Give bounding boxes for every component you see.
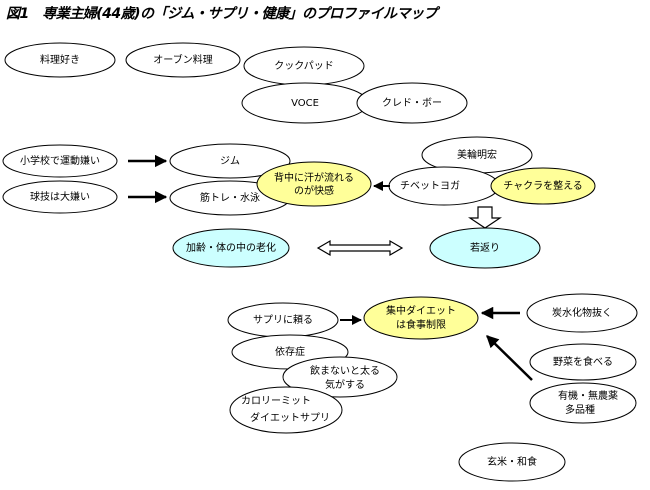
node-ryouri-zuki: 料理好き — [4, 42, 116, 78]
node-yasai: 野菜を食べる — [529, 343, 637, 381]
svg-text:チベットヨガ: チベットヨガ — [400, 180, 460, 192]
page-title: 図1 専業主婦(44歳)の「ジム・サプリ・健康」のプロファイルマップ — [6, 6, 438, 22]
node-carb: 炭水化物抜く — [526, 293, 638, 333]
node-kyuugi: 球技は大嫌い — [2, 180, 118, 214]
node-voce: VOCE — [241, 82, 369, 124]
svg-text:オーブン料理: オーブン料理 — [153, 53, 212, 66]
node-chakra: チャクラを整える — [490, 167, 596, 205]
svg-text:筋トレ・水泳: 筋トレ・水泳 — [200, 191, 260, 204]
node-cookpad: クックパッド — [243, 46, 365, 86]
node-calorie: カロリーミット ダイエットサプリ — [229, 386, 343, 434]
svg-text:気がする: 気がする — [325, 378, 365, 391]
svg-text:は食事制限: は食事制限 — [396, 318, 446, 331]
node-tibet-yoga: チベットヨガ — [388, 166, 500, 206]
svg-text:玄米・和食: 玄米・和食 — [487, 455, 537, 468]
svg-text:美輪明宏: 美輪明宏 — [457, 148, 497, 161]
node-nomanai: 飲まないと太る 気がする — [282, 356, 398, 398]
node-sweat: 背中に汗が流れる のが快感 — [256, 161, 372, 207]
svg-text:飲まないと太る: 飲まないと太る — [310, 364, 380, 377]
svg-text:ダイエットサプリ: ダイエットサプリ — [250, 411, 330, 424]
svg-text:ジム: ジム — [220, 155, 240, 167]
svg-text:野菜を食べる: 野菜を食べる — [553, 355, 613, 368]
svg-text:サプリに頼る: サプリに頼る — [253, 314, 313, 326]
svg-text:有機・無農薬: 有機・無農薬 — [558, 389, 618, 402]
node-wakagaeri: 若返り — [429, 227, 541, 269]
node-genmai: 玄米・和食 — [458, 442, 566, 482]
node-diet: 集中ダイエット は食事制限 — [363, 296, 479, 340]
svg-text:若返り: 若返り — [470, 241, 500, 254]
svg-text:加齢・体の中の老化: 加齢・体の中の老化 — [186, 241, 276, 254]
svg-text:クックパッド: クックパッド — [274, 60, 334, 72]
node-gym: ジム — [169, 143, 291, 179]
svg-text:多品種: 多品種 — [565, 403, 595, 416]
svg-text:VOCE: VOCE — [291, 98, 319, 109]
svg-text:小学校で運動嫌い: 小学校で運動嫌い — [20, 154, 100, 167]
svg-text:のが快感: のが快感 — [294, 184, 334, 197]
svg-text:チャクラを整える: チャクラを整える — [503, 179, 583, 192]
node-shougakkou: 小学校で運動嫌い — [2, 144, 118, 178]
node-cle-de-peau: クレド・ボー — [356, 82, 468, 124]
svg-text:依存症: 依存症 — [275, 345, 305, 358]
double-arrow-aging-wakagaeri — [316, 239, 404, 257]
svg-text:クレド・ボー: クレド・ボー — [382, 97, 442, 109]
svg-text:料理好き: 料理好き — [40, 53, 80, 66]
node-aging: 加齢・体の中の老化 — [172, 228, 290, 268]
svg-text:球技は大嫌い: 球技は大嫌い — [30, 190, 90, 203]
node-orange-page: オーブン料理 — [125, 42, 241, 78]
node-supplement: サプリに頼る — [227, 302, 339, 338]
svg-text:炭水化物抜く: 炭水化物抜く — [552, 306, 612, 319]
svg-text:カロリーミット: カロリーミット — [241, 395, 311, 407]
svg-text:背中に汗が流れる: 背中に汗が流れる — [274, 171, 354, 184]
arrow-yasai-to-diet — [486, 335, 533, 381]
arrow-yoga-to-wakagaeri — [468, 206, 502, 229]
svg-text:集中ダイエット: 集中ダイエット — [386, 304, 456, 317]
node-yuuki: 有機・無農薬 多品種 — [529, 382, 637, 424]
